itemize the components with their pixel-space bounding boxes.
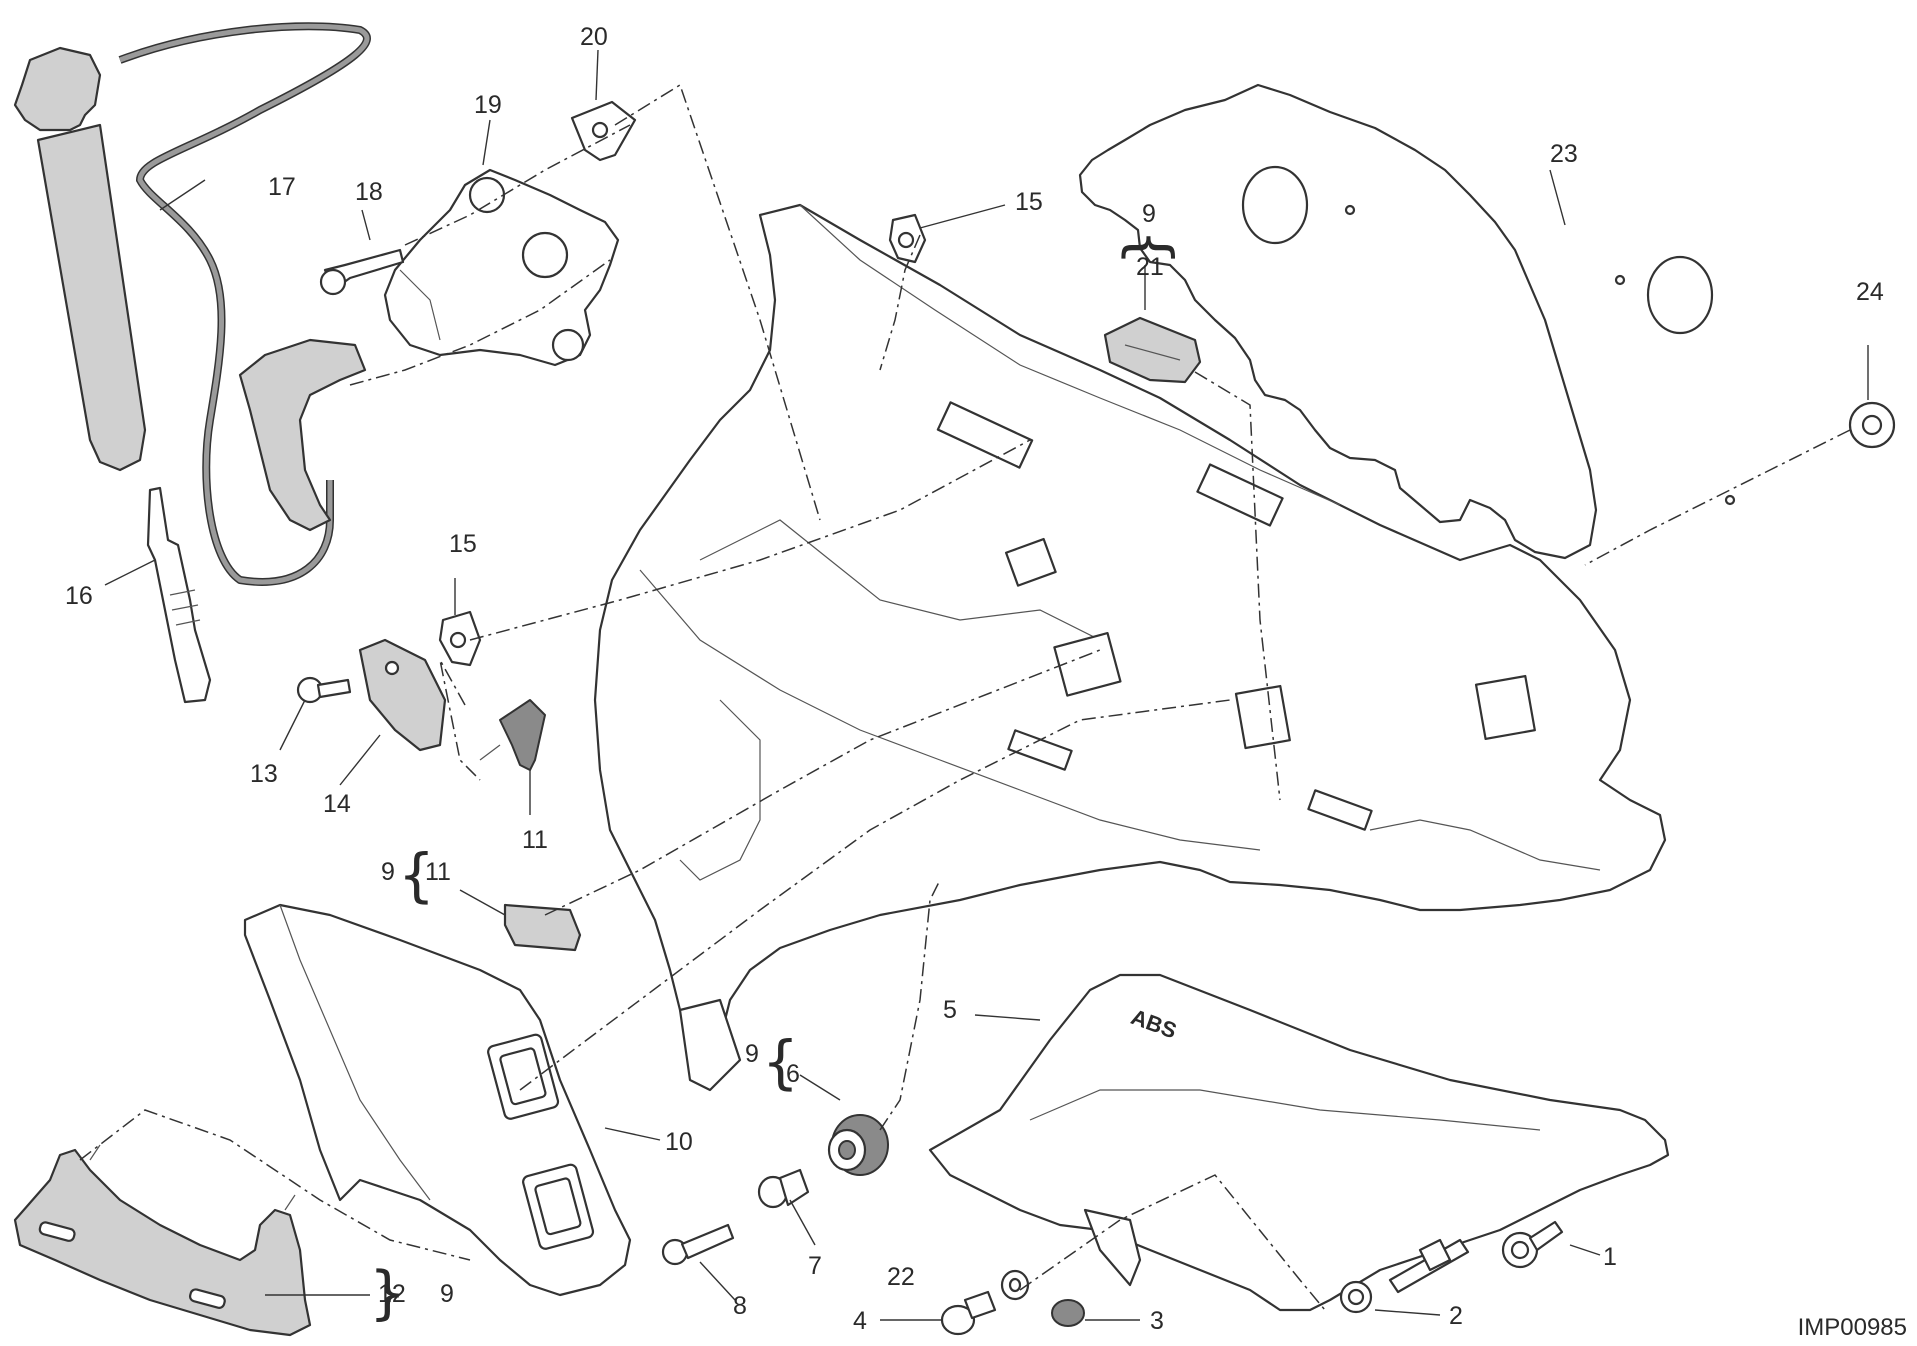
callout-leader-lines (104, 49, 1869, 1321)
part-22-washer (1000, 1269, 1030, 1301)
callout-22: 22 (887, 1263, 915, 1291)
callout-15-lower: 15 (449, 530, 477, 558)
callout-5: 5 (943, 996, 957, 1024)
callout-labels: 1 2 3 4 5 6 7 8 10 11 11 9 12 9 9 13 14 … (65, 23, 1884, 1335)
callout-9-left: 9 (381, 858, 395, 886)
part-11-pin-upper (479, 699, 546, 771)
part-12-lower-bracket (13, 1144, 312, 1337)
part-1-screw (1501, 1220, 1564, 1269)
part-3-grommet (1051, 1299, 1085, 1327)
brace-bottom-12-9: { (369, 1264, 406, 1332)
part-14-bracket (358, 638, 447, 752)
part-15-clip-lower (438, 610, 482, 667)
callout-4: 4 (853, 1307, 867, 1335)
callout-11-lower: 11 (425, 858, 451, 886)
part-23-bracket-plate (1078, 83, 1736, 560)
main-inner-fairing (593, 203, 1667, 1092)
drawing-code: IMP00985 (1797, 1314, 1907, 1341)
part-8-bolt (661, 1223, 735, 1266)
part-2-washer-screw (1339, 1238, 1470, 1314)
callout-3: 3 (1150, 1307, 1164, 1335)
callout-6: 6 (786, 1060, 800, 1088)
callout-18: 18 (355, 178, 383, 206)
part-18-bolt (319, 248, 405, 296)
part-19-ignition-coil (383, 168, 620, 367)
callout-23: 23 (1550, 140, 1578, 168)
callout-9-top: 9 (1142, 200, 1156, 228)
callout-9-middle: 9 (745, 1040, 759, 1068)
callout-13: 13 (250, 760, 278, 788)
callout-17: 17 (268, 173, 296, 201)
part-16-spark-plug (146, 486, 212, 704)
callout-11-upper: 11 (522, 826, 548, 854)
part-10-air-duct (243, 903, 632, 1297)
callout-15-upper: 15 (1015, 188, 1043, 216)
callout-9-bottom: 9 (440, 1280, 454, 1308)
callout-21: 21 (1136, 253, 1164, 281)
brace-top-9-21: { (1117, 229, 1185, 266)
callout-19: 19 (474, 91, 502, 119)
part-20-clip (570, 100, 637, 162)
part-11-pad-lower (503, 903, 582, 952)
callout-10: 10 (665, 1128, 693, 1156)
part-21-grommet (1103, 316, 1202, 384)
callout-20: 20 (580, 23, 608, 51)
part-13-screw (296, 676, 352, 704)
grouping-braces: { { { { (369, 229, 1185, 1332)
part-15-clip-upper (888, 213, 927, 264)
callout-8: 8 (733, 1292, 747, 1320)
brace-left-9-11: { (398, 841, 435, 909)
part-4-nut (940, 1290, 997, 1336)
callout-14: 14 (323, 790, 351, 818)
part-17-ignition-lead (13, 22, 371, 586)
assembly-dashed-lines (79, 83, 1851, 1311)
callout-1: 1 (1603, 1243, 1617, 1271)
callout-24: 24 (1856, 278, 1884, 306)
part-7-spacer (757, 1168, 810, 1209)
callout-2: 2 (1449, 1302, 1463, 1330)
part-24-washer (1848, 401, 1896, 449)
callout-12: 12 (378, 1280, 406, 1308)
part-6-grommet (827, 1114, 889, 1176)
callout-7: 7 (808, 1252, 822, 1280)
callout-16: 16 (65, 582, 93, 610)
part-5-lower-cover: ABS (928, 973, 1670, 1312)
brace-middle-9-6: { (762, 1028, 799, 1096)
